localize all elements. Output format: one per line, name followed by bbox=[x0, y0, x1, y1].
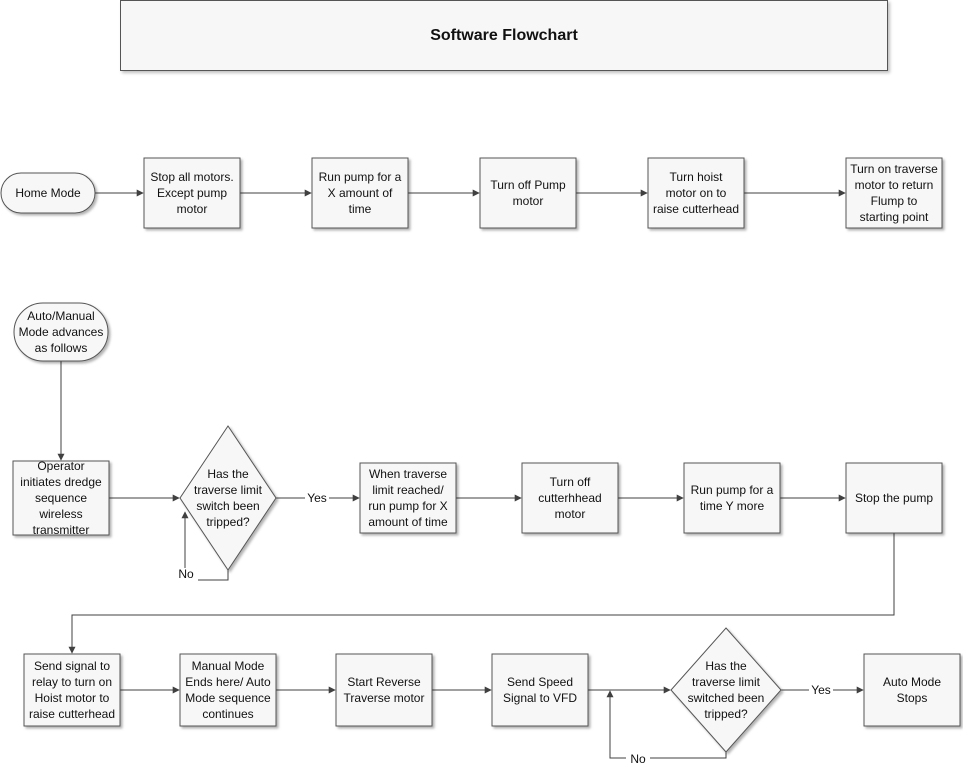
edge-label-yes-2: Yes bbox=[811, 683, 831, 697]
edge-decision-1-no-loop bbox=[181, 511, 229, 581]
edge-stop-pump-to-send-signal bbox=[68, 533, 895, 654]
edge-label-no-1: No bbox=[178, 567, 194, 581]
diagram-title: Software Flowchart bbox=[430, 26, 578, 44]
edge-label-no-2: No bbox=[630, 752, 646, 766]
stop-pump-label: Stop the pump bbox=[855, 491, 933, 505]
home-mode-node: Home Mode bbox=[0, 172, 96, 214]
edge-label-no-1-bg bbox=[174, 568, 198, 581]
edge-label-yes-1: Yes bbox=[307, 491, 327, 505]
stop-pump-node: Stop the pump bbox=[845, 462, 943, 534]
edge-label-yes-2-bg bbox=[809, 684, 833, 697]
edge-label-no-2-bg bbox=[626, 753, 650, 766]
home-mode-label: Home Mode bbox=[15, 186, 81, 200]
edge-label-yes-1-bg bbox=[305, 492, 329, 505]
edge-decision-2-no-loop bbox=[606, 690, 727, 759]
title-box: Software Flowchart bbox=[120, 0, 888, 71]
